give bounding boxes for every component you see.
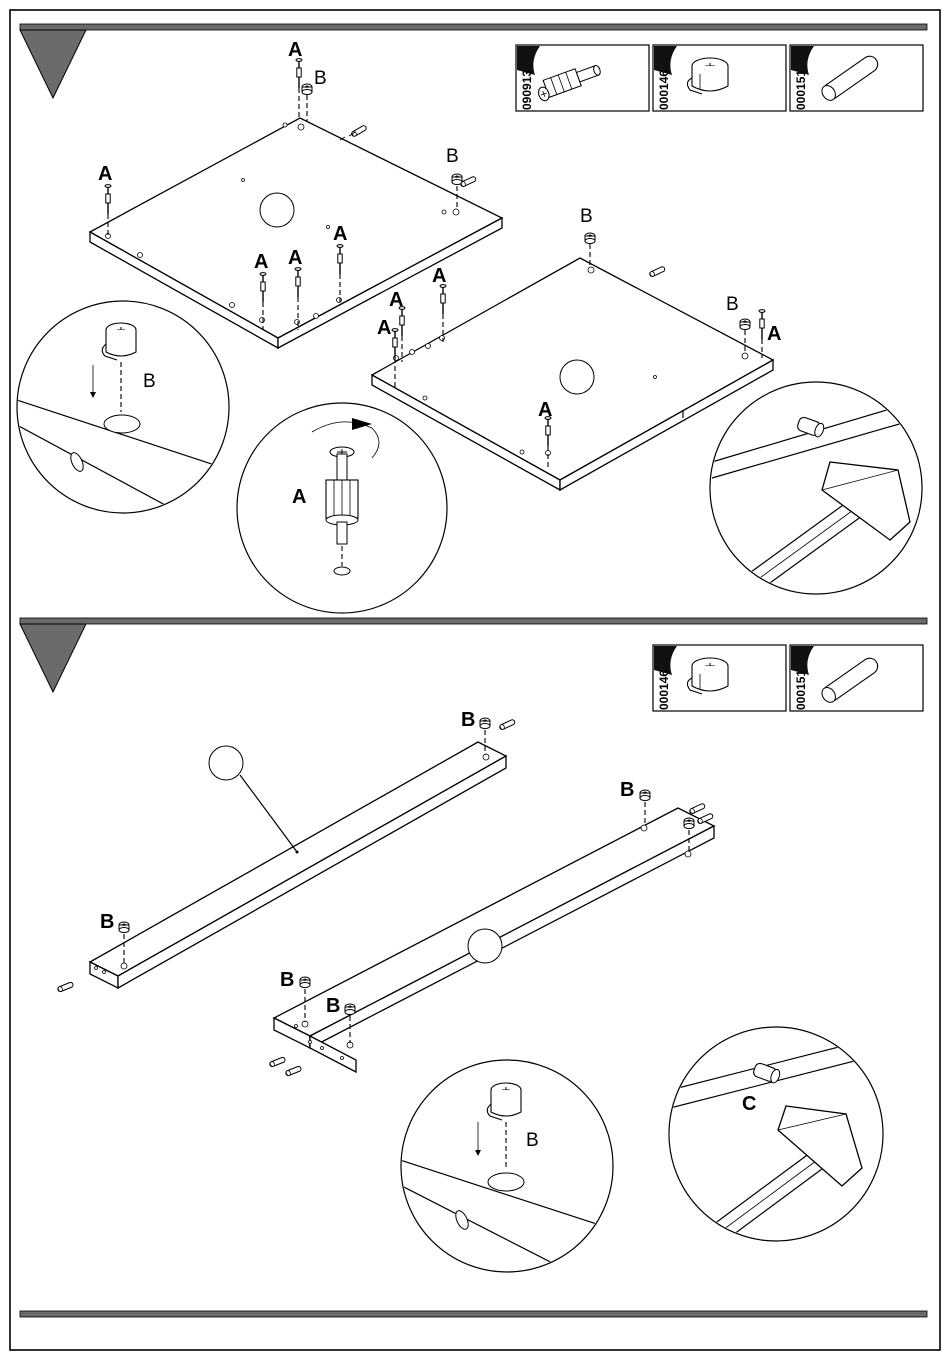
label-b: B (143, 371, 156, 392)
step-2-marker-triangle (20, 624, 86, 692)
detail-cam-bolt-screw: A (237, 403, 447, 613)
part-box-cam-bolt: 090913 (516, 45, 649, 111)
label-b: B (314, 68, 327, 89)
label-a: A (389, 289, 403, 311)
label-c: C (742, 1093, 756, 1115)
step-2-parts-legend: 000146 000151 (653, 645, 923, 711)
label-b: B (446, 146, 459, 167)
label-a: A (538, 399, 552, 421)
label-b: B (326, 995, 340, 1017)
part-box-dowel: 000151 (790, 645, 923, 711)
detail-cam-lock-insert: B (17, 301, 230, 513)
step-1-header-bar (20, 24, 927, 30)
label-b: B (620, 779, 634, 801)
label-a: A (292, 486, 306, 508)
part-code-000146: 000146 (657, 670, 671, 710)
part-code-000146: 000146 (657, 70, 671, 110)
step-1-marker-triangle (20, 30, 86, 98)
label-a: A (767, 323, 781, 345)
panel-marker-circle-2 (468, 929, 502, 963)
label-a: A (377, 317, 391, 339)
label-b: B (580, 206, 593, 227)
panel-marker-circle (260, 193, 294, 227)
label-a: A (432, 265, 446, 287)
label-a: A (288, 247, 302, 269)
detail-cam-lock-insert-2: B (400, 1060, 615, 1272)
label-b: B (526, 1130, 539, 1151)
part-code-000151: 000151 (794, 70, 808, 110)
footer-bar (20, 1311, 927, 1317)
label-a: A (254, 251, 268, 273)
part-code-000151: 000151 (794, 670, 808, 710)
label-b: B (726, 294, 739, 315)
label-a: A (333, 223, 347, 245)
label-b: B (461, 709, 475, 731)
step-1-parts-legend: 090913 000146 (516, 45, 923, 111)
label-b: B (100, 911, 114, 933)
panel-marker-circle-2 (560, 360, 594, 394)
step-1: 090913 000146 (17, 24, 927, 613)
part-box-cam-lock: 000146 (653, 645, 786, 711)
part-box-dowel: 000151 (790, 45, 923, 111)
panel-marker-circle (209, 746, 243, 780)
step-2: 000146 000151 (20, 618, 927, 1272)
part-box-cam-lock: 000146 (653, 45, 786, 111)
label-a: A (98, 163, 112, 185)
label-a: A (288, 39, 302, 61)
label-b: B (280, 969, 294, 991)
detail-hammer-dowel (710, 382, 922, 596)
step-2-header-bar (20, 618, 927, 624)
part-code-090913: 090913 (520, 70, 534, 110)
detail-hammer-dowel-2: C (669, 1027, 883, 1246)
